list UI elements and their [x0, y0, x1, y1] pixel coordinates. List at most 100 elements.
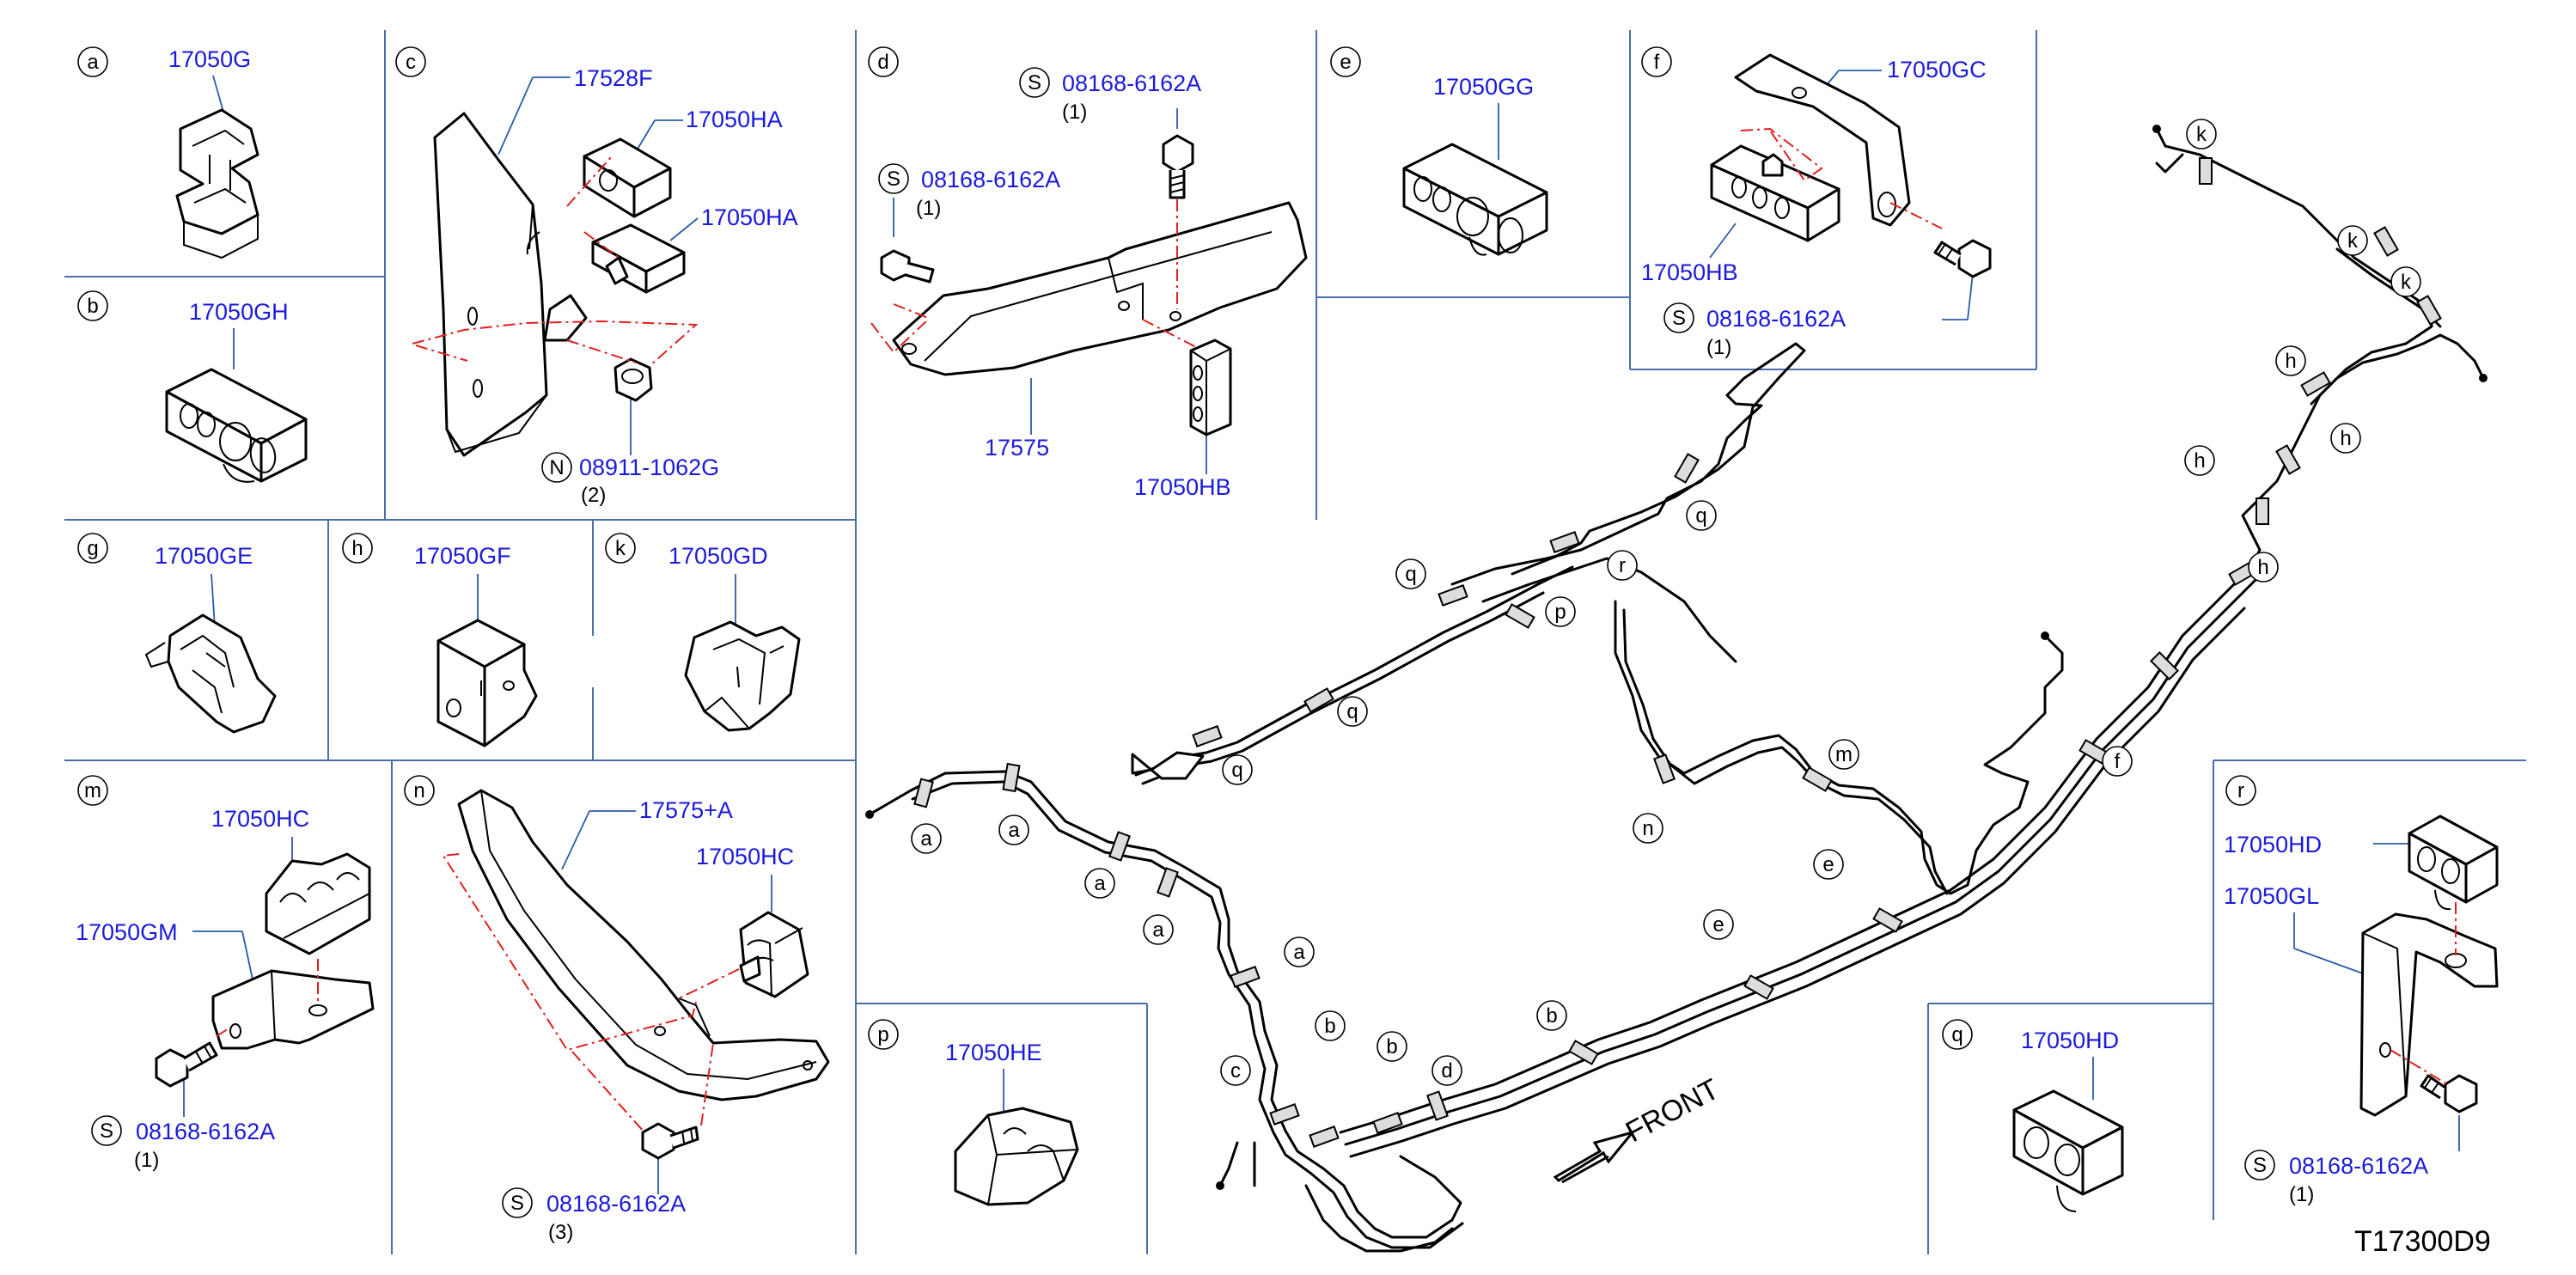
- qty-n: (3): [548, 1221, 573, 1244]
- bolt-r-drawing: [2420, 1074, 2478, 1113]
- prefix-S-d1: S: [1028, 71, 1041, 95]
- panel-b: b 17050GH: [77, 290, 308, 483]
- part-17050GG-label: 17050GG: [1433, 74, 1534, 100]
- part-17050GC-label: 17050GC: [1887, 57, 1987, 82]
- bolt-n-drawing: [641, 1122, 699, 1160]
- part-17050HA-label-2: 17050HA: [701, 204, 798, 230]
- assembly-callouts: a a a a a b b b c d e e f h h h h k k k …: [911, 119, 2421, 1086]
- bolt-f-drawing: [1933, 239, 1992, 278]
- clip-17050HD-drawing-q: [2012, 1089, 2124, 1212]
- clip-17050GD-drawing: [684, 620, 801, 732]
- callout-b-3: b: [1546, 1004, 1557, 1028]
- part-08168-6162A-label-d2: 08168-6162A: [921, 167, 1060, 192]
- callout-a-5: a: [1293, 941, 1305, 964]
- part-17050GM-label: 17050GM: [76, 919, 178, 945]
- part-17050HE-label: 17050HE: [945, 1040, 1042, 1065]
- bracket-17575+A-drawing: [457, 789, 830, 1101]
- panel-h-letter: h: [351, 537, 363, 560]
- callout-a-4: a: [1152, 918, 1164, 942]
- panel-k-letter: k: [615, 537, 626, 560]
- panel-b-letter: b: [87, 295, 98, 318]
- panel-q-letter: q: [1951, 1023, 1963, 1046]
- panel-q: q 17050HD: [1942, 1019, 2124, 1212]
- bolt-d1-drawing: [1162, 134, 1194, 199]
- qty-m: (1): [134, 1149, 159, 1172]
- part-08168-6162A-label-f: 08168-6162A: [1706, 306, 1846, 332]
- callout-q-4: q: [1695, 504, 1706, 528]
- panel-e: e 17050GG: [1330, 46, 1548, 256]
- panel-r-letter: r: [2237, 779, 2244, 802]
- bracket-17528F-drawing: [433, 112, 588, 457]
- part-08168-6162A-label-n: 08168-6162A: [546, 1191, 686, 1217]
- clip-17050HA-drawing-2: [591, 223, 686, 294]
- callout-b-1: b: [1324, 1015, 1335, 1038]
- qty-08911-1062G: (2): [581, 484, 606, 507]
- callout-a-2: a: [1008, 819, 1020, 842]
- part-17050GE-label: 17050GE: [155, 543, 253, 569]
- panel-frames: [64, 30, 2526, 1254]
- clip-17050HD-drawing-r: [2408, 814, 2499, 911]
- front-arrow: FRONT: [1553, 1073, 1724, 1184]
- panel-n-letter: n: [413, 779, 424, 802]
- clip-17050GE-drawing: [144, 613, 277, 734]
- callout-k-3: k: [2401, 271, 2412, 294]
- panel-k: k 17050GD: [605, 533, 801, 732]
- panel-a-letter: a: [87, 51, 99, 74]
- bracket-17050GL-drawing: [2359, 912, 2499, 1117]
- panel-c: c 17528F 17050HA 17050HA N 08911-1062G (…: [395, 46, 798, 507]
- part-17050HC-label-m: 17050HC: [211, 806, 309, 832]
- qty-d1: (1): [1062, 101, 1087, 124]
- callout-e-2: e: [1712, 913, 1724, 936]
- part-08168-6162A-label-m: 08168-6162A: [136, 1119, 275, 1144]
- bolt-d2-drawing: [880, 249, 935, 284]
- part-17050HC-label-n: 17050HC: [696, 844, 794, 869]
- panel-a: a 17050G: [77, 46, 259, 259]
- callout-b-2: b: [1386, 1035, 1397, 1058]
- callout-p: p: [1554, 601, 1566, 624]
- part-17050HA-label-1: 17050HA: [686, 107, 783, 132]
- front-label: FRONT: [1621, 1073, 1724, 1150]
- bolt-m-drawing: [155, 1041, 218, 1088]
- bracket-17575-drawing: [892, 201, 1308, 376]
- part-17528F-label: 17528F: [574, 65, 653, 91]
- part-17050GL-label: 17050GL: [2224, 883, 2319, 909]
- part-17050GH-label: 17050GH: [189, 299, 289, 325]
- panel-d-letter: d: [877, 51, 888, 74]
- part-17050GF-label: 17050GF: [414, 543, 511, 569]
- panel-g-letter: g: [87, 537, 98, 560]
- clip-17050HE-drawing: [954, 1107, 1079, 1206]
- part-17575+A-label: 17575+A: [639, 797, 733, 823]
- callout-q-2: q: [1346, 700, 1358, 723]
- prefix-S-f: S: [1672, 307, 1686, 330]
- clip-17050G-drawing: [175, 108, 259, 259]
- panel-g: g 17050GE: [77, 533, 277, 734]
- part-08168-6162A-label-d1: 08168-6162A: [1062, 70, 1201, 96]
- part-17050HB-label-d: 17050HB: [1134, 474, 1231, 500]
- callout-a-3: a: [1094, 872, 1106, 895]
- diagram-id: T17300D9: [2354, 1225, 2491, 1258]
- panel-n: n 17575+A 17050HC S 08168-6162A (3): [404, 775, 830, 1244]
- clip-17050GG-drawing: [1402, 143, 1548, 256]
- callout-k-2: k: [2347, 229, 2359, 253]
- callout-a-1: a: [920, 827, 932, 851]
- panel-e-letter: e: [1340, 51, 1351, 74]
- clip-17050HB-drawing-f: [1710, 144, 1840, 242]
- part-17050GD-label: 17050GD: [668, 543, 768, 569]
- panel-r: r 17050HD 17050GL S 08168-6162A (1): [2224, 775, 2499, 1206]
- prefix-S-m: S: [100, 1119, 113, 1143]
- part-08168-6162A-label-r: 08168-6162A: [2289, 1153, 2428, 1179]
- panel-a-letter-circle: a: [77, 46, 108, 77]
- callout-h-1: h: [2285, 350, 2296, 373]
- callout-h-4: h: [2257, 556, 2268, 579]
- clip-17050HB-drawing-d: [1189, 339, 1232, 436]
- part-17575-label: 17575: [985, 435, 1049, 461]
- clip-17050GF-drawing: [436, 619, 538, 747]
- callout-h-2: h: [2340, 427, 2351, 450]
- panel-f-letter: f: [1654, 51, 1660, 74]
- panel-f: f 17050GC 17050HB S 08168-6162A (1): [1641, 46, 1992, 359]
- qty-f: (1): [1706, 336, 1731, 359]
- callout-n: n: [1642, 817, 1653, 840]
- callout-h-3: h: [2194, 449, 2205, 473]
- panel-m: m 17050HC 17050GM S 08168-6162A (1): [76, 775, 375, 1172]
